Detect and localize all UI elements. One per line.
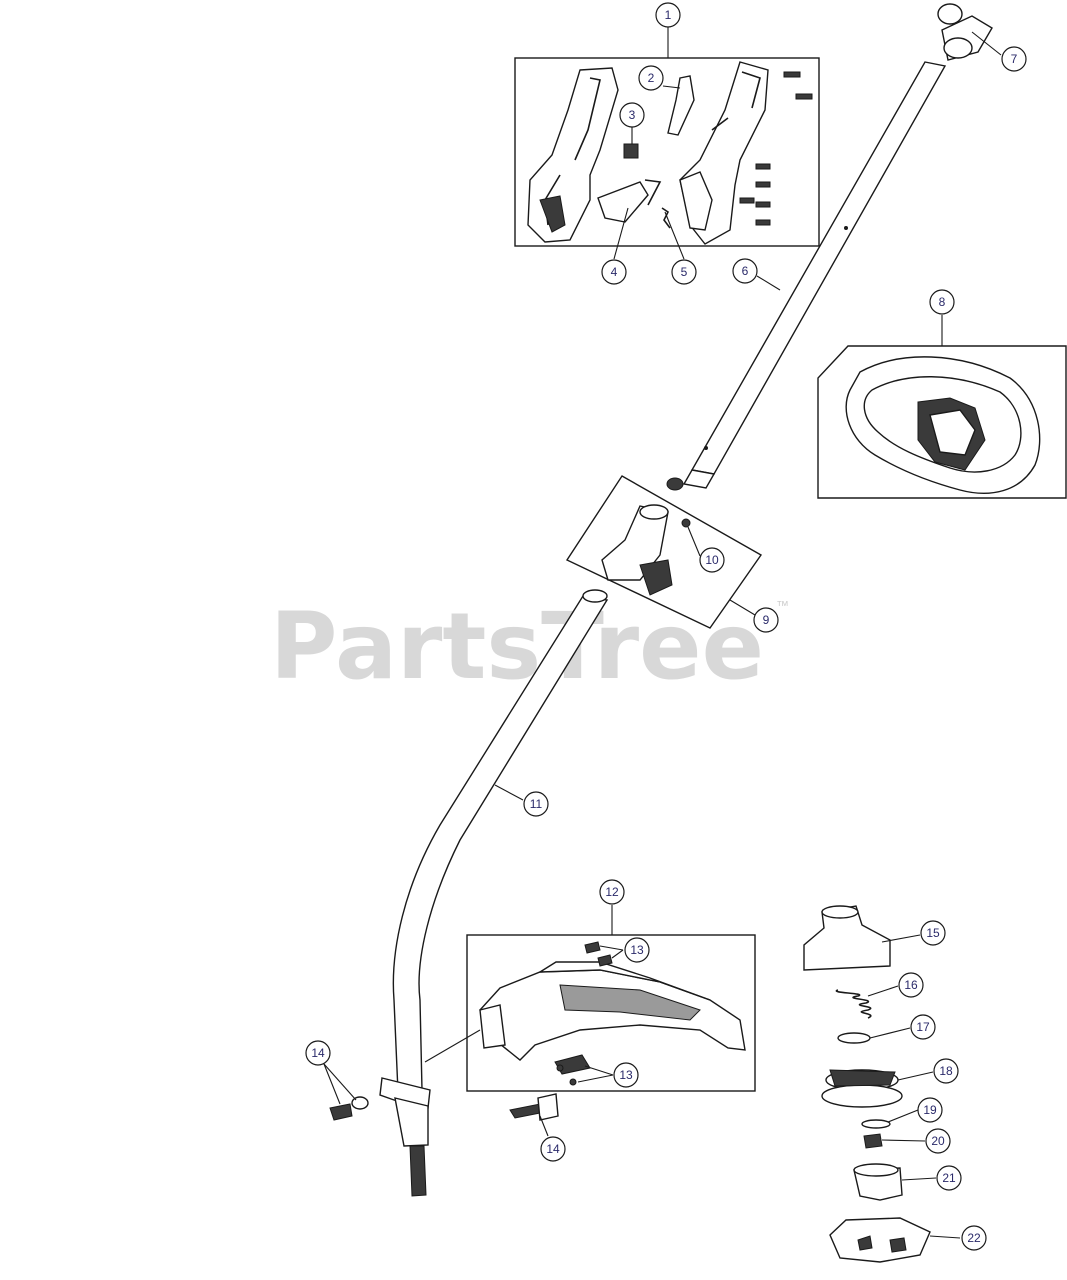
callout-13-top-label: 13 <box>630 943 644 957</box>
callout-9: 9 <box>753 607 779 633</box>
callout-14-left: 14 <box>305 1040 331 1066</box>
callout-13-bottom: 13 <box>613 1062 639 1088</box>
callout-16: 16 <box>898 972 924 998</box>
watermark-trademark: ™ <box>776 598 789 613</box>
callout-19: 19 <box>917 1097 943 1123</box>
callout-12: 12 <box>599 879 625 905</box>
watermark-text: PartsTree <box>270 593 764 700</box>
trimmer-head-stack <box>803 905 931 1263</box>
handle-assembly-box <box>514 57 820 247</box>
callout-10: 10 <box>699 547 725 573</box>
callout-6: 6 <box>732 258 758 284</box>
callout-22: 22 <box>961 1225 987 1251</box>
callout-18-label: 18 <box>939 1064 953 1078</box>
callout-19-label: 19 <box>923 1103 937 1117</box>
callout-11: 11 <box>523 791 549 817</box>
callout-14-right: 14 <box>540 1136 566 1162</box>
callout-2-label: 2 <box>648 71 655 85</box>
callout-21-label: 21 <box>942 1171 956 1185</box>
callout-14-left-label: 14 <box>311 1046 325 1060</box>
callout-9-label: 9 <box>763 613 770 627</box>
callout-1-label: 1 <box>665 8 672 22</box>
coupler-box <box>565 475 763 629</box>
callout-3-label: 3 <box>629 108 636 122</box>
leader-lines <box>323 27 1002 1239</box>
guard-box <box>466 934 756 1121</box>
callout-5-label: 5 <box>681 265 688 279</box>
callout-17-label: 17 <box>916 1020 930 1034</box>
callout-4-label: 4 <box>611 265 618 279</box>
lower-curved-shaft <box>329 589 609 1197</box>
callout-1: 1 <box>655 2 681 28</box>
callout-7: 7 <box>1001 46 1027 72</box>
callout-3: 3 <box>619 102 645 128</box>
callout-18: 18 <box>933 1058 959 1084</box>
callout-8: 8 <box>929 289 955 315</box>
callout-22-label: 22 <box>967 1231 981 1245</box>
callout-4: 4 <box>601 259 627 285</box>
loop-handle-box <box>817 345 1067 499</box>
callout-14-right-label: 14 <box>546 1142 560 1156</box>
callout-10-label: 10 <box>705 553 719 567</box>
upper-shaft <box>666 61 947 491</box>
callout-13-bottom-label: 13 <box>619 1068 633 1082</box>
watermark: PartsTree ™ <box>270 593 789 700</box>
callout-21: 21 <box>936 1165 962 1191</box>
callout-15: 15 <box>920 920 946 946</box>
callout-17: 17 <box>910 1014 936 1040</box>
callout-11-label: 11 <box>530 797 543 811</box>
callout-8-label: 8 <box>939 295 946 309</box>
callout-20-label: 20 <box>931 1134 945 1148</box>
callout-2: 2 <box>638 65 664 91</box>
callout-15-label: 15 <box>926 926 940 940</box>
callout-12-label: 12 <box>605 885 619 899</box>
callout-20: 20 <box>925 1128 951 1154</box>
hanger-part <box>937 3 993 61</box>
callout-7-label: 7 <box>1011 52 1018 66</box>
callout-16-label: 16 <box>904 978 918 992</box>
callout-6-label: 6 <box>742 264 749 278</box>
callout-5: 5 <box>671 259 697 285</box>
callout-13-top: 13 <box>624 937 650 963</box>
